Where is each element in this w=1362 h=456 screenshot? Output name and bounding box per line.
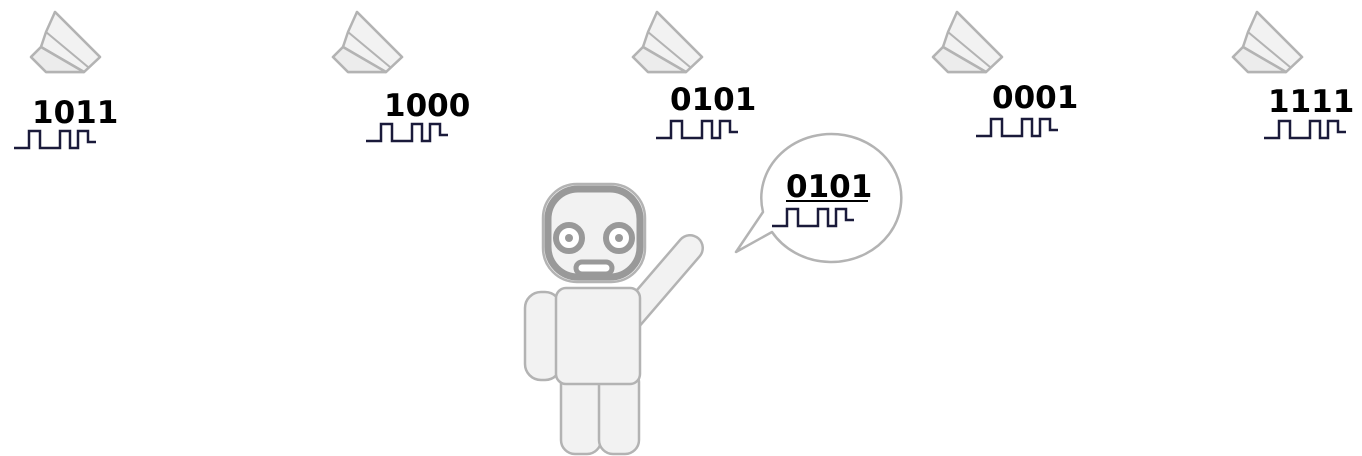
square-wave-icon bbox=[654, 119, 740, 140]
speaker-lamp-icon bbox=[931, 10, 1004, 74]
speech-bubble-icon bbox=[734, 132, 903, 264]
light-code-label: 0001 bbox=[992, 80, 1078, 116]
speaker-lamp-icon bbox=[631, 10, 704, 74]
speech-code-label: 0101 bbox=[786, 169, 872, 205]
light-code-label: 0101 bbox=[670, 82, 756, 118]
square-wave-icon bbox=[1262, 119, 1348, 140]
square-wave-icon bbox=[974, 117, 1060, 138]
square-wave-icon bbox=[364, 122, 450, 143]
light-emitter-5: 1111 bbox=[1231, 10, 1354, 140]
light-code-label: 1111 bbox=[1268, 84, 1354, 120]
speaker-lamp-icon bbox=[29, 10, 102, 74]
light-emitter-4: 0001 bbox=[931, 10, 1078, 138]
light-code-label: 1011 bbox=[32, 95, 118, 131]
light-code-label: 1000 bbox=[384, 88, 470, 124]
light-emitter-2: 1000 bbox=[331, 10, 470, 143]
robot-figure bbox=[523, 182, 704, 456]
speaker-lamp-icon bbox=[331, 10, 404, 74]
light-emitter-1: 1011 bbox=[12, 10, 118, 150]
square-wave-icon bbox=[12, 129, 98, 150]
robot-mouth bbox=[573, 259, 615, 277]
speech-bubble: 0101 bbox=[734, 132, 903, 264]
light-emitter-3: 0101 bbox=[631, 10, 756, 140]
robot-head bbox=[541, 182, 647, 284]
speaker-lamp-icon bbox=[1231, 10, 1304, 74]
robot-torso bbox=[554, 286, 642, 386]
